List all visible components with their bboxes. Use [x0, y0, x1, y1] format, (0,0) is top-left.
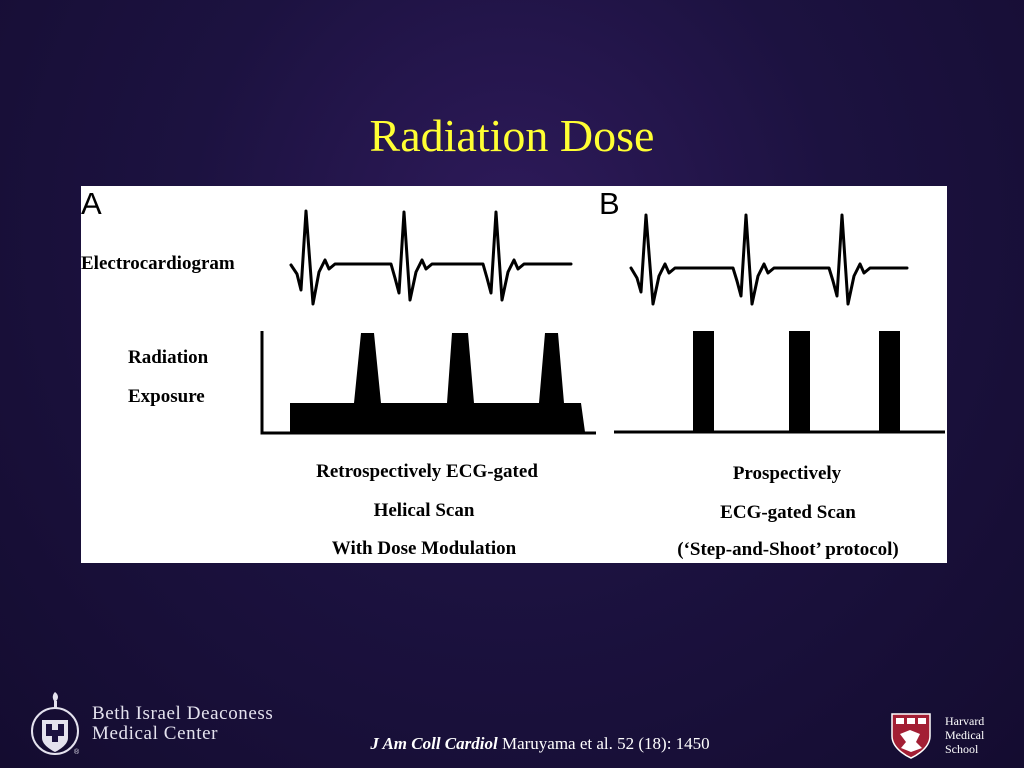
- citation-details: Maruyama et al. 52 (18): 1450: [497, 734, 710, 753]
- radiation-row-label-line2: Exposure: [128, 386, 205, 407]
- panel-b-caption-line1: Prospectively: [733, 463, 842, 484]
- citation: J Am Coll Cardiol Maruyama et al. 52 (18…: [300, 734, 780, 754]
- panel-a-dose-profile: [290, 333, 585, 432]
- ecg-row-label: Electrocardiogram: [81, 253, 235, 274]
- panel-a-letter: A: [81, 186, 102, 221]
- radiation-row-label-line1: Radiation: [128, 347, 209, 368]
- panel-a-ecg-trace: [289, 209, 573, 306]
- bidmc-emblem-icon: ®: [31, 692, 80, 756]
- panel-b-exposure-pulse-2: [789, 331, 810, 432]
- panel-b-caption-line3: (‘Step-and-Shoot’ protocol): [677, 539, 899, 560]
- hms-name-line3: School: [945, 742, 979, 756]
- panel-a-caption-line1: Retrospectively ECG-gated: [316, 461, 538, 482]
- panel-b-caption-line2: ECG-gated Scan: [720, 502, 856, 523]
- hms-name-line2: Medical: [945, 728, 985, 742]
- citation-journal: J Am Coll Cardiol: [370, 734, 498, 753]
- panel-a-caption-line2: Helical Scan: [374, 500, 475, 521]
- panel-b-exposure-pulse-1: [693, 331, 714, 432]
- bidmc-name-line2: Medical Center: [92, 723, 219, 744]
- radiation-dose-figure: A Electrocardiogram Radiation Exposure R…: [81, 186, 947, 563]
- svg-text:®: ®: [74, 748, 80, 756]
- slide-title: Radiation Dose: [369, 110, 655, 161]
- hms-logo: Harvard Medical School: [890, 712, 1000, 762]
- panel-a-caption-line3: With Dose Modulation: [332, 538, 517, 559]
- panel-a-axis: [260, 331, 596, 435]
- bidmc-name-line1: Beth Israel Deaconess: [92, 703, 274, 724]
- panel-b-letter: B: [599, 186, 620, 221]
- hms-shield-icon: [891, 713, 931, 759]
- figure-canvas: A Electrocardiogram Radiation Exposure R…: [81, 186, 945, 560]
- panel-b-exposure-pulse-3: [879, 331, 900, 432]
- panel-b-ecg-trace: [629, 213, 909, 306]
- bidmc-logo: ® Beth Israel Deaconess Medical Center: [28, 690, 298, 760]
- hms-name-line1: Harvard: [945, 714, 985, 728]
